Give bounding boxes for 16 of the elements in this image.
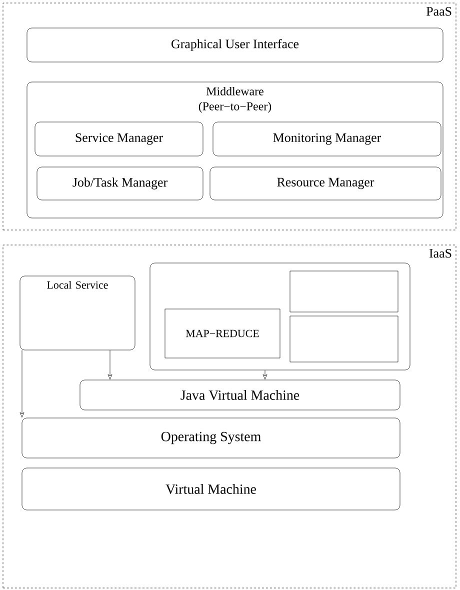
component-box: Service Manager <box>34 122 204 156</box>
component-box: Local Service <box>20 276 136 350</box>
arrow <box>108 350 112 380</box>
component-box: Job/Task Manager <box>36 166 204 200</box>
component-box: Operating System <box>22 418 400 458</box>
component-box <box>150 262 410 370</box>
component-box: MAP−REDUCE <box>164 308 280 358</box>
component-box: Monitoring Manager <box>212 122 442 156</box>
component-box: Virtual Machine <box>22 468 400 510</box>
component-box: Resource Manager <box>210 166 442 200</box>
component-box: Java Virtual Machine <box>80 380 400 410</box>
component-box: Graphical User Interface <box>26 28 444 62</box>
component-box <box>290 316 398 362</box>
arrow <box>20 350 24 418</box>
component-box <box>290 270 398 312</box>
arrow <box>262 370 268 380</box>
